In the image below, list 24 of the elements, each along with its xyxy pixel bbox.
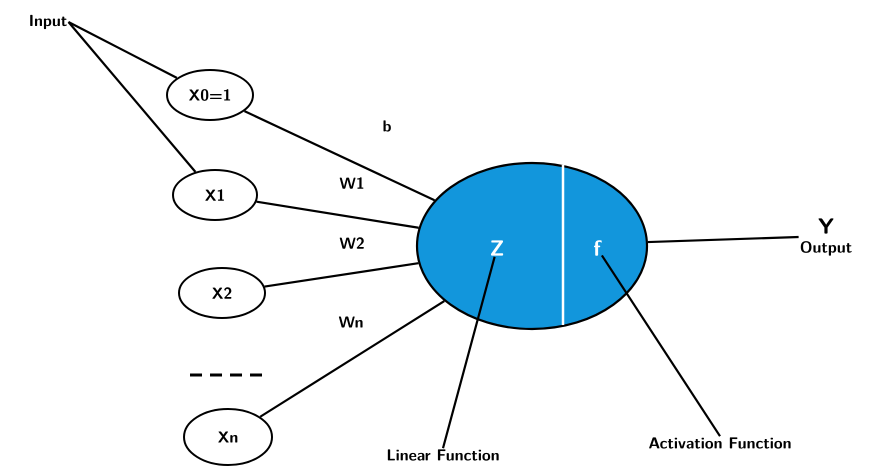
leader-text: Linear Function [388, 449, 499, 461]
connector-line [264, 262, 419, 288]
input-node: X1 [172, 169, 258, 221]
connector-line [648, 236, 799, 244]
input-node: X0=1 [166, 69, 254, 121]
input-node: X2 [178, 267, 266, 319]
input-label: Input [30, 14, 67, 30]
edge-label: W2 [338, 236, 366, 250]
edge-label: b [382, 119, 392, 133]
edge-label: Wn [338, 315, 364, 329]
function-symbol: Z [490, 240, 504, 256]
function-symbol: f [594, 240, 602, 256]
connector-line [260, 300, 445, 418]
connector-line [256, 200, 419, 229]
input-node: Xn [183, 408, 273, 466]
leader-text: Activation Function [649, 437, 791, 449]
connector-line [244, 110, 436, 202]
connector-line [68, 21, 178, 79]
edge-label: W1 [338, 176, 366, 190]
output-label: Y Output [800, 218, 852, 256]
neuron-ellipse [416, 162, 648, 330]
leader-line [442, 256, 496, 448]
leader-line [600, 254, 721, 437]
connector-line [68, 21, 196, 173]
